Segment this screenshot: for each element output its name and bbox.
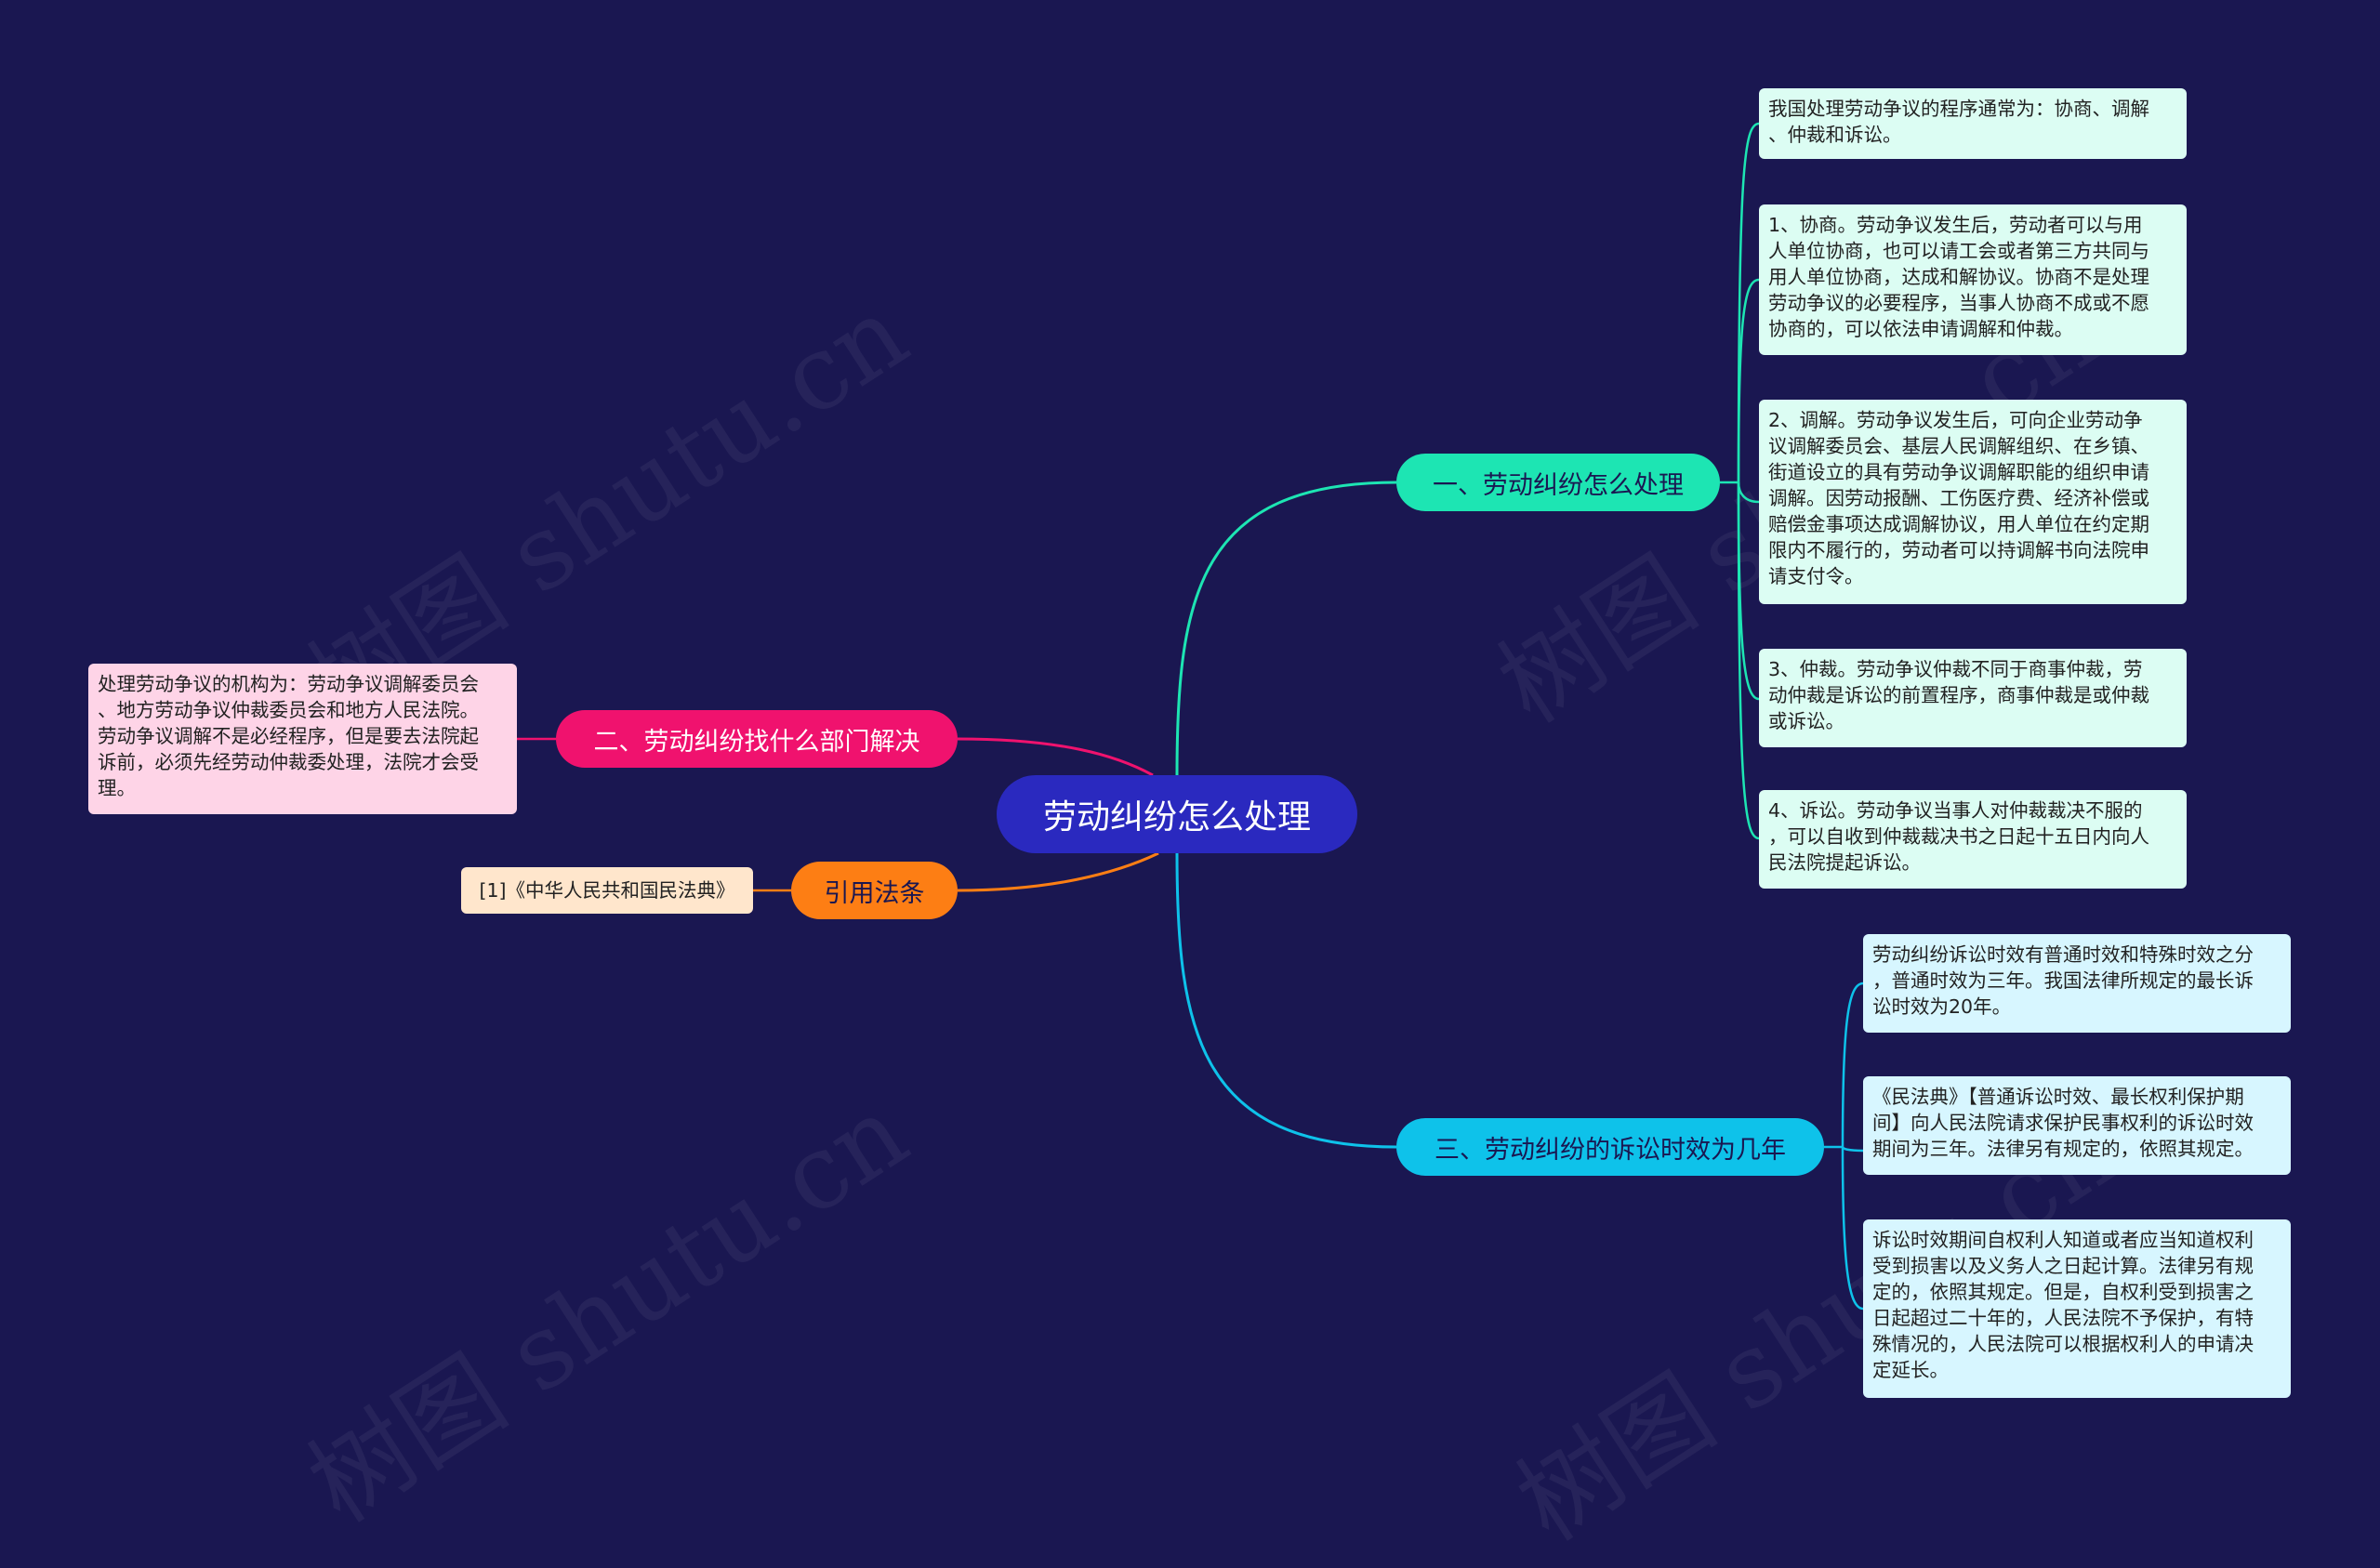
connector-root-branch-4 (1175, 852, 1397, 1149)
connector-branch-1-leaf-2 (1737, 278, 1760, 483)
connector-branch-1-leaf-1 (1737, 122, 1760, 483)
branch-4-leaf-1[interactable]: 劳动纠纷诉讼时效有普通时效和特殊时效之分 ，普通时效为三年。我国法律所规定的最长… (1863, 934, 2291, 1033)
branch-4-leaf-2[interactable]: 《民法典》【普通诉讼时效、最长权利保护期 间】向人民法院请求保护民事权利的诉讼时… (1863, 1076, 2291, 1175)
connector-branch-4-leaf-1 (1841, 982, 1864, 1148)
branch-1-leaf-4[interactable]: 3、仲裁。劳动争议仲裁不同于商事仲裁，劳 动仲裁是诉讼的前置程序，商事仲裁是或仲… (1759, 649, 2187, 747)
branch-2-leaf-1[interactable]: 处理劳动争议的机构为：劳动争议调解委员会 、地方劳动争议仲裁委员会和地方人民法院… (88, 664, 517, 814)
connector-lines (517, 122, 1864, 1311)
branch-4-topic[interactable]: 三、劳动纠纷的诉讼时效为几年 (1396, 1118, 1824, 1176)
branch-1-leaf-3[interactable]: 2、调解。劳动争议发生后，可向企业劳动争 议调解委员会、基层人民调解组织、在乡镇… (1759, 400, 2187, 604)
branch-1-leaf-2[interactable]: 1、协商。劳动争议发生后，劳动者可以与用 人单位协商，也可以请工会或者第三方共同… (1759, 204, 2187, 355)
branch-1-leaf-1[interactable]: 我国处理劳动争议的程序通常为：协商、调解 、仲裁和诉讼。 (1759, 88, 2187, 159)
root-topic[interactable]: 劳动纠纷怎么处理 (997, 775, 1357, 853)
connector-root-branch-3 (957, 851, 1159, 892)
mind-map-canvas: 树图 shutu.cn 树图 shutu.cn 树图 shutu.cn 树图 s… (88, 88, 2291, 1563)
branch-1-leaf-5[interactable]: 4、诉讼。劳动争议当事人对仲裁裁决不服的 ，可以自收到仲裁裁决书之日起十五日内向… (1759, 790, 2187, 889)
connector-branch-4-leaf-2 (1841, 1146, 1864, 1153)
connector-branch-1-leaf-5 (1737, 481, 1760, 840)
branch-3-leaf-1[interactable]: [1]《中华人民共和国民法典》 (461, 867, 753, 914)
branch-4-leaf-3[interactable]: 诉讼时效期间自权利人知道或者应当知道权利 受到损害以及义务人之日起计算。法律另有… (1863, 1219, 2291, 1398)
connector-root-branch-1 (1175, 481, 1397, 776)
connector-root-branch-2 (957, 737, 1154, 777)
branch-1-topic[interactable]: 一、劳动纠纷怎么处理 (1396, 454, 1720, 511)
connector-branch-4-leaf-3 (1841, 1146, 1864, 1311)
branch-2-topic[interactable]: 二、劳动纠纷找什么部门解决 (556, 710, 958, 768)
branch-3-topic[interactable]: 引用法条 (791, 862, 958, 919)
connector-branch-1-leaf-4 (1737, 481, 1760, 701)
connector-branch-1-leaf-3 (1737, 481, 1760, 504)
